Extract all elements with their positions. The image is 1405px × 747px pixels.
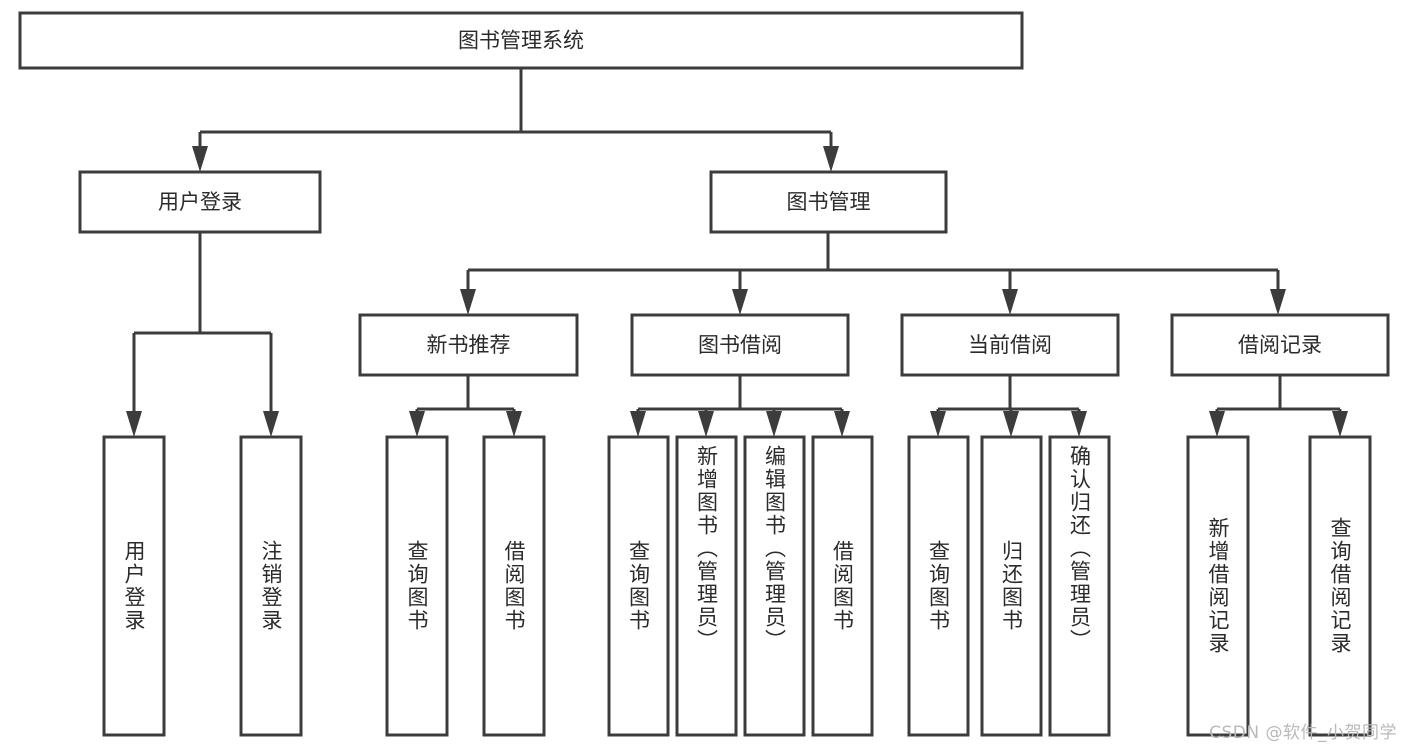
node-label-level3-1: 图书借阅	[698, 333, 782, 357]
node-box-level3-3[interactable]	[1170, 313, 1390, 377]
node-box-leaf-2[interactable]	[385, 435, 449, 737]
node-label-level3-2: 当前借阅	[968, 333, 1052, 357]
arrow-head-books_to_level3-2	[1002, 289, 1018, 315]
arrow-head-current_to_leaves-2	[1071, 411, 1087, 437]
node-label-level3-0: 新书推荐	[427, 333, 511, 357]
arrow-head-books_to_level3-3	[1270, 289, 1286, 315]
node-box-level3-2[interactable]	[900, 313, 1120, 377]
node-box-root-0[interactable]	[18, 11, 1024, 70]
node-box-leaf-6[interactable]	[743, 435, 806, 737]
node-box-leaf-9[interactable]	[980, 435, 1043, 737]
arrow-head-record_to_leaves-1	[1332, 411, 1348, 437]
node-box-leaf-1[interactable]	[239, 435, 303, 737]
arrow-head-record_to_leaves-0	[1209, 411, 1225, 437]
boxes-layer	[18, 11, 1390, 737]
watermark: CSDN @软件_小贺同学	[1209, 723, 1397, 743]
node-label-level2-1: 图书管理	[787, 190, 871, 214]
connector-root_to_level2	[192, 68, 839, 172]
connector-borrow_to_leaves	[630, 375, 850, 437]
node-label-level2-0: 用户登录	[158, 190, 242, 214]
node-box-leaf-5[interactable]	[675, 435, 738, 737]
connector-login_to_leaves	[126, 232, 279, 437]
connector-newbook_to_leaves	[409, 375, 522, 437]
node-box-level2-1[interactable]	[709, 170, 948, 234]
node-label-root-0: 图书管理系统	[458, 29, 584, 53]
arrow-head-newbook_to_leaves-1	[506, 411, 522, 437]
arrow-head-borrow_to_leaves-2	[766, 411, 782, 437]
arrow-head-root_to_level2-0	[192, 146, 208, 172]
arrow-head-login_to_leaves-1	[263, 411, 279, 437]
arrow-head-current_to_leaves-0	[930, 411, 946, 437]
node-box-level3-1[interactable]	[630, 313, 850, 377]
node-label-level3-3: 借阅记录	[1238, 333, 1322, 357]
arrow-head-books_to_level3-0	[460, 289, 476, 315]
connector-current_to_leaves	[930, 375, 1087, 437]
arrow-head-books_to_level3-1	[732, 289, 748, 315]
arrow-head-borrow_to_leaves-1	[698, 411, 714, 437]
node-box-leaf-10[interactable]	[1048, 435, 1111, 737]
arrow-head-current_to_leaves-1	[1003, 411, 1019, 437]
node-box-leaf-12[interactable]	[1308, 435, 1372, 737]
arrow-head-login_to_leaves-0	[126, 411, 142, 437]
node-box-level2-0[interactable]	[78, 170, 322, 234]
node-box-leaf-4[interactable]	[607, 435, 670, 737]
node-box-leaf-11[interactable]	[1186, 435, 1250, 737]
arrow-head-root_to_level2-1	[823, 146, 839, 172]
connectors-layer	[126, 68, 1348, 437]
arrow-head-borrow_to_leaves-0	[630, 411, 646, 437]
node-box-leaf-8[interactable]	[907, 435, 970, 737]
connector-books_to_level3	[460, 232, 1286, 315]
node-box-level3-0[interactable]	[358, 313, 579, 377]
node-box-leaf-3[interactable]	[482, 435, 546, 737]
node-box-leaf-0[interactable]	[102, 435, 166, 737]
arrow-head-newbook_to_leaves-0	[409, 411, 425, 437]
node-box-leaf-7[interactable]	[811, 435, 874, 737]
arrow-head-borrow_to_leaves-3	[834, 411, 850, 437]
connector-record_to_leaves	[1209, 375, 1348, 437]
